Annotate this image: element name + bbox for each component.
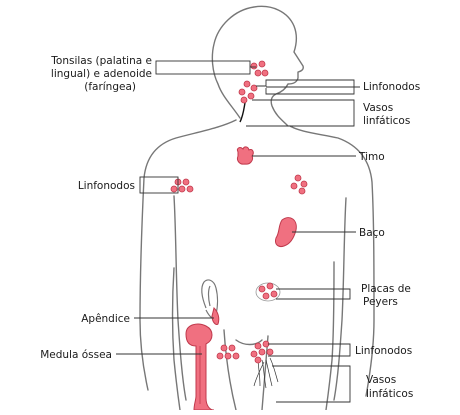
labels: Tonsilas (palatina e lingual) e adenoide…: [40, 55, 420, 400]
lymph-nodes: [170, 60, 308, 364]
label-lymph-vessels-neck-1: Vasos: [363, 102, 393, 114]
lymph-node: [224, 352, 232, 360]
lymph-node: [182, 178, 190, 186]
lymph-node: [254, 356, 262, 364]
lymph-node: [266, 282, 274, 290]
leg-lymph-vessels: [253, 357, 279, 389]
crotch: [235, 339, 263, 346]
label-appendix: Apêndice: [81, 313, 130, 325]
label-tonsils-2: lingual) e adenoide: [51, 68, 152, 80]
right-shoulder: [289, 125, 375, 397]
tonsils-callout-box: [155, 60, 251, 75]
spleen: [275, 217, 297, 247]
lymph-node: [243, 80, 251, 88]
lymph-node: [294, 174, 302, 182]
label-lymph-nodes-arm: Linfonodos: [78, 180, 135, 192]
label-lymph-nodes-groin: Linfonodos: [355, 345, 412, 357]
label-lymph-nodes-neck: Linfonodos: [363, 81, 420, 93]
lymph-node: [258, 60, 266, 68]
neck-vessels-leader: [246, 99, 355, 127]
left-leg-inner: [223, 329, 237, 411]
label-thymus: Timo: [358, 151, 385, 163]
lymph-node: [254, 342, 262, 350]
lymph-node: [186, 185, 194, 193]
lymph-node: [238, 88, 246, 96]
torso-outline: [139, 119, 237, 391]
lymph-node: [250, 350, 258, 358]
lymph-node: [228, 344, 236, 352]
lymph-node: [298, 187, 306, 195]
label-bone-marrow: Medula óssea: [40, 349, 112, 361]
label-lymph-vessels-leg-2: linfáticos: [366, 388, 413, 400]
left-arm-inner: [173, 195, 187, 401]
lymph-node: [220, 344, 228, 352]
femur: [185, 323, 215, 411]
label-peyers-2: Peyers: [363, 296, 398, 308]
lymph-node: [258, 285, 266, 293]
lymph-node: [262, 292, 270, 300]
leg-vessels-leader: [272, 365, 351, 403]
lymph-node: [170, 185, 178, 193]
lymph-node: [261, 69, 269, 77]
neck-nodes-leader: [256, 79, 355, 95]
lymph-node: [250, 62, 258, 70]
colon: [201, 279, 219, 315]
label-tonsils-1: Tonsilas (palatina e: [50, 55, 152, 67]
lymph-node: [178, 185, 186, 193]
peyers-leader: [276, 288, 351, 300]
label-spleen: Baço: [359, 227, 385, 239]
left-hip: [171, 267, 181, 411]
lymph-node: [290, 182, 298, 190]
lymph-node: [240, 96, 248, 104]
lymph-node: [266, 348, 274, 356]
lymph-node: [270, 290, 278, 298]
groin-nodes-leader: [268, 343, 351, 357]
lymph-node: [247, 92, 255, 100]
lymph-node: [250, 84, 258, 92]
peyers-patch-outline: [255, 282, 281, 302]
label-lymph-vessels-neck-2: linfáticos: [363, 115, 410, 127]
lymph-node: [216, 352, 224, 360]
head-outline: [211, 5, 304, 127]
label-tonsils-3: (faríngea): [84, 81, 136, 93]
label-lymph-vessels-leg-1: Vasos: [366, 374, 396, 386]
label-peyers-1: Placas de: [361, 283, 411, 295]
right-hip: [325, 261, 335, 411]
lymph-node: [232, 352, 240, 360]
arm-nodes-callout-box: [139, 176, 179, 194]
leader-lines: [116, 60, 360, 403]
right-arm-inner: [333, 197, 347, 401]
lymph-node: [258, 348, 266, 356]
colon-inner: [207, 285, 211, 307]
lymph-node: [300, 180, 308, 188]
appendix: [211, 307, 220, 325]
lymph-node: [254, 69, 262, 77]
thymus: [237, 146, 254, 165]
